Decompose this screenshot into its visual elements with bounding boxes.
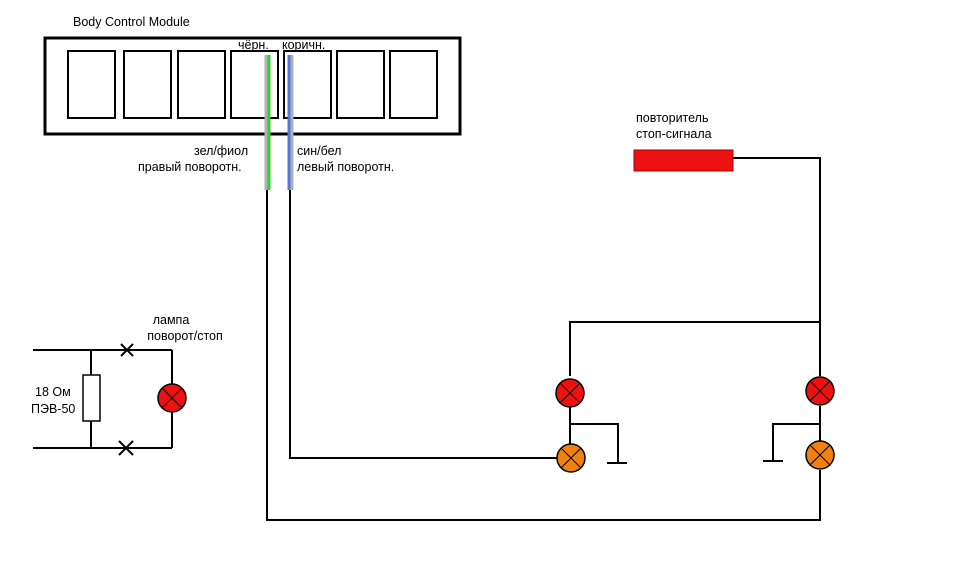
resistor-rect-icon bbox=[82, 374, 101, 422]
body-control-module: Body Control Module чёрн. коричн. bbox=[43, 15, 462, 136]
bcm-title: Body Control Module bbox=[73, 15, 190, 29]
wire-brake-feed bbox=[733, 157, 821, 376]
cut-marks bbox=[118, 343, 134, 456]
lamp-turn-stop bbox=[157, 383, 187, 413]
lamp-label-line2: поворот/стоп bbox=[147, 329, 223, 343]
lamp-right-turn bbox=[805, 440, 835, 470]
wire-brake-branch-left bbox=[569, 321, 820, 376]
connector-slot bbox=[283, 50, 332, 119]
label-right-turn: правый поворотн. bbox=[138, 160, 242, 174]
resistor-value: 18 Ом bbox=[35, 385, 71, 399]
brake-repeater: повторитель стоп-сигнала bbox=[633, 111, 734, 172]
connector-slot bbox=[67, 50, 116, 119]
lamp-left-brake bbox=[555, 378, 585, 408]
wire-label-black: чёрн. bbox=[238, 38, 269, 52]
repeater-label-line2: стоп-сигнала bbox=[636, 127, 712, 141]
bcm-housing bbox=[43, 36, 462, 136]
connector-slot bbox=[389, 50, 438, 119]
connector-slot bbox=[336, 50, 385, 119]
repeater-bar bbox=[633, 149, 734, 172]
connector-slot bbox=[123, 50, 172, 119]
bcm-connector-slots bbox=[67, 50, 438, 119]
label-left-turn: левый поворотн. bbox=[297, 160, 394, 174]
lamp-right-brake bbox=[805, 376, 835, 406]
wire-left-turn-run bbox=[289, 190, 557, 459]
bcm-wires bbox=[264, 55, 294, 190]
cut-x-icon bbox=[118, 440, 134, 456]
main-wiring bbox=[33, 157, 821, 521]
wire-label-brown: коричн. bbox=[282, 38, 325, 52]
resistor: 18 Ом ПЭВ-50 bbox=[31, 374, 101, 422]
wire-right-ground bbox=[772, 423, 820, 461]
connector-slot bbox=[177, 50, 226, 119]
repeater-label-line1: повторитель bbox=[636, 111, 709, 125]
lamp-left-turn bbox=[556, 443, 586, 473]
wire-left-ground bbox=[570, 423, 619, 463]
wire-label-blue-white: син/бел bbox=[297, 144, 341, 158]
wire-label-green-violet: зел/фиол bbox=[194, 144, 248, 158]
resistor-type: ПЭВ-50 bbox=[31, 402, 75, 416]
wire-right-turn-run bbox=[266, 190, 821, 521]
lamp-label-line1: лампа bbox=[153, 313, 190, 327]
connector-slot bbox=[230, 50, 279, 119]
cut-x-icon bbox=[120, 343, 134, 357]
